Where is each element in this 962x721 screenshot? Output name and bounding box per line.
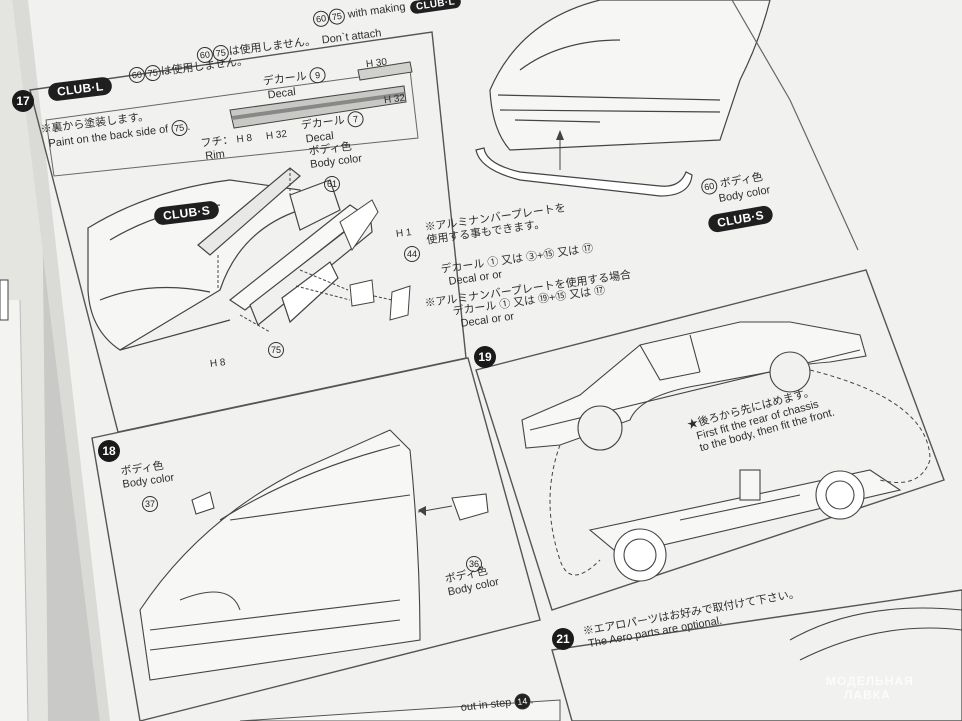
bottom-strip: [239, 699, 561, 721]
step17-part-61: 61: [324, 176, 340, 192]
mirror-parts: [191, 491, 489, 521]
rear-wing: [197, 167, 373, 326]
top-car-front: [489, 0, 771, 151]
step17-number: 17: [12, 90, 34, 112]
license-plate-bracket: [349, 279, 375, 307]
paper-shadow: [12, 0, 110, 721]
step18-car: [139, 429, 421, 681]
step17-part-44: 44: [404, 246, 420, 262]
front-lip-spoiler: [475, 147, 693, 197]
step19-number: 19: [474, 346, 496, 368]
step19-frame: [475, 269, 945, 611]
step19-chassis: [588, 469, 902, 582]
step17-inset-frame: [45, 69, 419, 177]
step17-ph8-bottom: H 8: [209, 357, 227, 370]
license-plate: [389, 285, 411, 321]
step18-part-37: 37: [142, 496, 158, 512]
left-page-strip: [0, 300, 28, 721]
step21-number: 21: [552, 628, 574, 650]
step18-part-36: 36: [466, 556, 482, 572]
step21-frame: [551, 589, 962, 721]
step19-car-side: [521, 321, 867, 451]
step17-ph1: H 1: [395, 227, 413, 240]
step18-frame: [91, 357, 541, 721]
step18-number: 18: [98, 440, 120, 462]
watermark: МОДЕЛЬНАЯ ЛАВКА: [826, 674, 914, 702]
trim-piece: [339, 199, 379, 252]
step17-part-75: 75: [268, 342, 284, 358]
